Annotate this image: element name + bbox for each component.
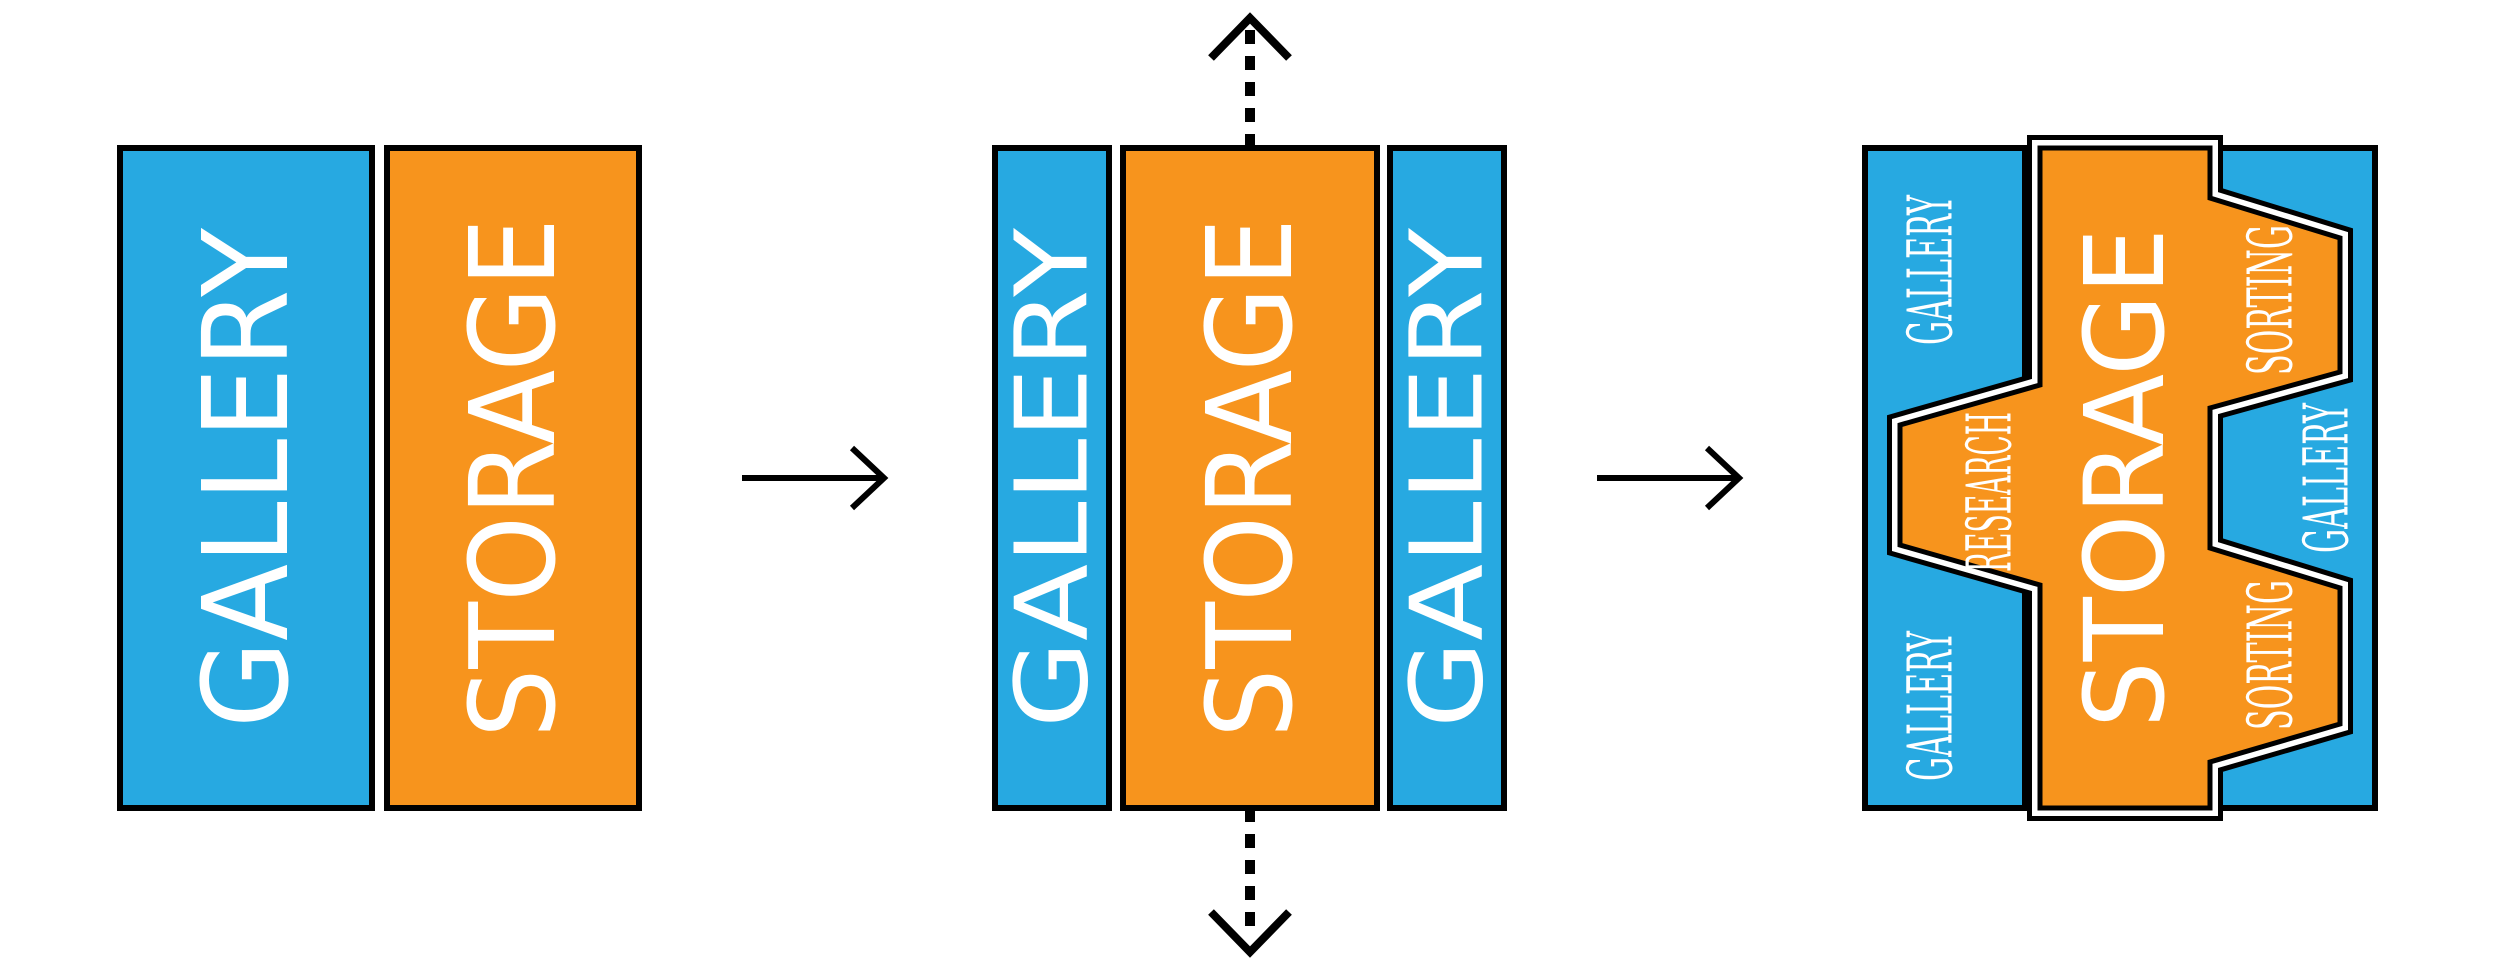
stage-1: GALLERY STORAGE — [117, 145, 642, 811]
right-arrow-icon — [742, 445, 889, 511]
storage-label: STORAGE — [1181, 218, 1319, 738]
gallery-right-block — [1387, 145, 1507, 811]
stage-2: GALLERY STORAGE GALLERY — [992, 12, 1507, 958]
stage-3: GALLERY RESEARCH GALLERY STORAGE SORTING… — [1862, 135, 2378, 821]
storage-label: STORAGE — [2061, 228, 2189, 728]
right-arrow-icon — [1597, 445, 1744, 511]
storage-block — [1120, 145, 1380, 811]
research-label: RESEARCH — [1953, 412, 2026, 572]
storage-zone — [1897, 145, 2343, 811]
gallery-bottom-label: GALLERY — [1894, 630, 1967, 781]
gallery-top-label: GALLERY — [1894, 194, 1967, 345]
storage-label: STORAGE — [444, 218, 582, 738]
storage-block — [384, 145, 642, 811]
sorting-bottom-label: SORTING — [2234, 580, 2307, 730]
gallery-left-label: GALLERY — [994, 227, 1111, 728]
gallery-right-label: GALLERY — [2290, 402, 2363, 553]
expand-up-arrow-icon — [1208, 12, 1292, 148]
gallery-block — [117, 145, 375, 811]
gallery-right-label: GALLERY — [1389, 227, 1506, 728]
expand-down-arrow-icon — [1208, 808, 1292, 958]
gallery-label: GALLERY — [177, 227, 315, 728]
gallery-left-block — [992, 145, 1112, 811]
sorting-top-label: SORTING — [2234, 225, 2307, 375]
